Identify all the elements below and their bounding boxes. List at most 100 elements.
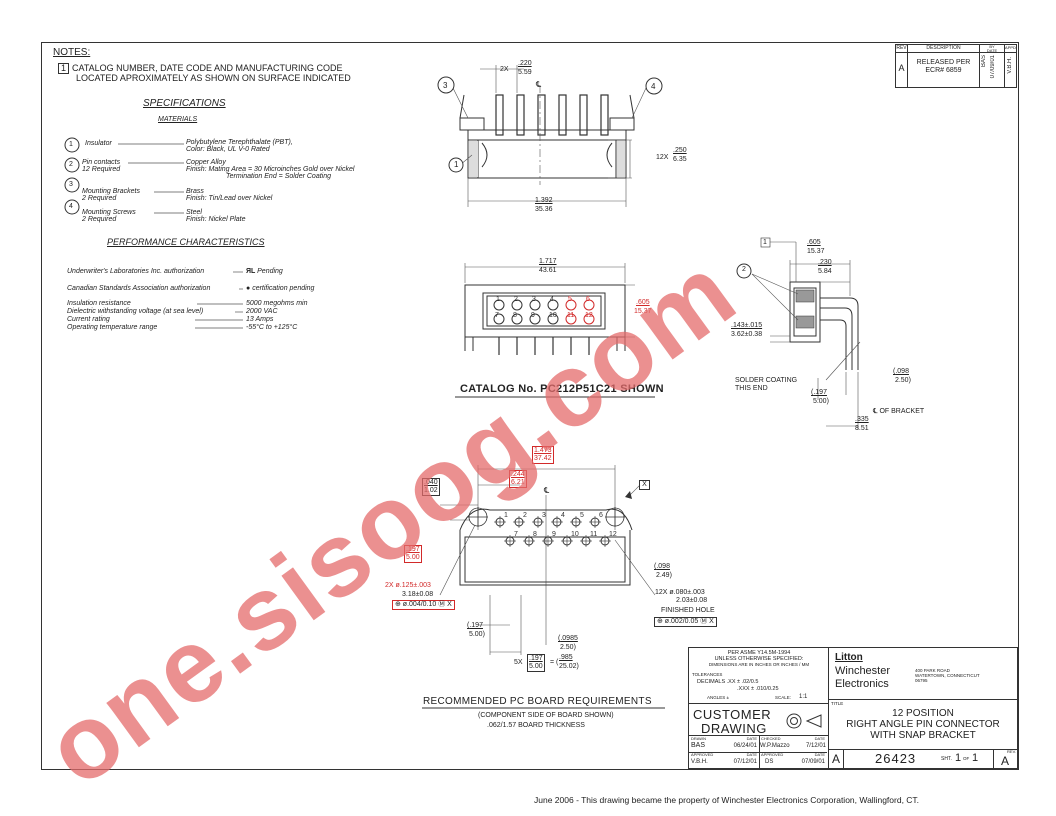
- pcb-hole-label: 12: [609, 531, 617, 538]
- front-dim-w-mm: 43.61: [539, 267, 557, 274]
- notes-title: NOTES:: [53, 47, 91, 58]
- perf-value: -55°C to +125°C: [246, 324, 298, 331]
- drawing-number: 26423: [875, 751, 917, 766]
- ul-mark-icon: ЯL: [246, 268, 258, 275]
- side-callout-2: 2: [742, 266, 746, 273]
- solder-note-2: THIS END: [735, 385, 768, 392]
- side-dim-s-mm: 5.84: [818, 268, 832, 275]
- solder-note-1: SOLDER COATING: [735, 377, 798, 384]
- front-pin-label: 10: [549, 312, 557, 319]
- company-block: Litton Winchester Electronics 400 PARK R…: [829, 648, 1017, 700]
- perf-value: 13 Amps: [246, 316, 274, 323]
- specs-title: SPECIFICATIONS: [143, 98, 226, 109]
- spec-value: Termination End = Solder Coating: [226, 173, 331, 180]
- front-pin: [511, 299, 523, 311]
- pcb-hole-label: 2: [523, 512, 527, 519]
- pcb-hole-label: 5: [580, 512, 584, 519]
- drawing-frame: [41, 42, 1019, 770]
- perf-label: Operating temperature range: [67, 324, 158, 331]
- callout-4: 4: [651, 82, 656, 91]
- front-pin: [547, 299, 559, 311]
- side-dim-a-mm: 2.50): [894, 377, 911, 384]
- spec-name: Mounting Screws: [82, 209, 136, 216]
- pcb-dim-k-mm: 2.50): [559, 644, 576, 651]
- front-pin-label: 12: [585, 312, 593, 319]
- perf-label: Canadian Standards Association authoriza…: [67, 285, 211, 292]
- pcb-dim-e-mm: 25.02): [559, 663, 579, 670]
- approval-grid: DRAWN DATE BAS 06/24/01 CHECKED DATE W.P…: [689, 736, 829, 768]
- dim-pitch-in: .220: [518, 60, 532, 67]
- front-pin-label: 2: [514, 296, 518, 303]
- dim-pitch-mm: 5.59: [518, 69, 532, 76]
- bracket-centerline-label: ℄ OF BRACKET: [873, 408, 925, 415]
- pcb-dim-g-mm: 2.49): [655, 572, 672, 579]
- title-block: PER ASME Y14.5M-1994 UNLESS OTHERWISE SP…: [688, 647, 1018, 769]
- side-dim-s-in: .230: [818, 259, 832, 266]
- pcb-hole-label: 8: [533, 531, 537, 538]
- pin-hole-tolerance: ⊕ ø.002/0.05 Ⓜ X: [654, 617, 717, 627]
- spec-name: Insulator: [85, 140, 112, 147]
- pin-hole-mm: 2.03±0.08: [676, 597, 708, 604]
- spec-name2: 12 Required: [82, 166, 121, 173]
- note1-line1: CATALOG NUMBER, DATE CODE AND MANUFACTUR…: [72, 63, 343, 73]
- spec-value: Color: Black, UL V-0 Rated: [186, 146, 270, 153]
- caption-underline: [455, 396, 655, 398]
- pcb-centerline-symbol: ℄: [544, 486, 550, 495]
- front-pin-label: 6: [586, 296, 590, 303]
- perf-value: 5000 megohms min: [246, 300, 308, 307]
- side-view-drawing: [736, 237, 861, 430]
- perf-value: ЯL Pending: [246, 268, 283, 275]
- dim-2x: 2X: [500, 66, 509, 73]
- catalog-caption: CATALOG No. PC212P51C21 SHOWN: [460, 383, 664, 395]
- front-pin: [565, 299, 577, 311]
- customer-drawing-block: CUSTOMER DRAWING: [689, 704, 829, 736]
- rev-header: REV: [896, 45, 908, 53]
- front-dim-h-in: .605: [636, 299, 650, 306]
- front-pin: [583, 313, 595, 325]
- note1-line2: LOCATED APROXIMATELY AS SHOWN ON SURFACE…: [76, 73, 351, 83]
- side-dim-d-mm: 15.37: [807, 248, 825, 255]
- perf-value: 2000 VAC: [246, 308, 278, 315]
- front-pin: [493, 299, 505, 311]
- dim-width-mm: 35.36: [535, 206, 553, 213]
- perf-title: PERFORMANCE CHARACTERISTICS: [107, 237, 265, 247]
- pcb-title: RECOMMENDED PC BOARD REQUIREMENTS: [423, 696, 652, 707]
- callout-3: 3: [443, 81, 448, 90]
- rev-value: A: [896, 53, 908, 87]
- side-dim-d-in: .605: [807, 239, 821, 246]
- spec-num: 2: [69, 161, 73, 168]
- pcb-dim-k-in: (.0985: [558, 635, 578, 642]
- pcb-dim-eq: = (: [550, 659, 559, 666]
- side-dim-b-in: (.197: [811, 389, 827, 396]
- materials-title: MATERIALS: [158, 116, 198, 123]
- front-pin-label: 8: [513, 312, 517, 319]
- pcb-subtitle-2: .062/1.57 BOARD THICKNESS: [487, 722, 585, 729]
- pcb-hole-label: 10: [571, 531, 579, 538]
- spec-num: 1: [69, 141, 73, 148]
- pcb-hole-label: 1: [504, 512, 508, 519]
- spec-name: Pin contacts: [82, 159, 121, 166]
- front-pin-label: 11: [567, 312, 574, 319]
- pcb-dim-e-in: .985: [559, 654, 573, 661]
- pcb-title-underline: [422, 707, 665, 709]
- dim-12x: 12X: [656, 154, 669, 161]
- front-pin: [529, 299, 541, 311]
- front-pin: [547, 313, 559, 325]
- by-date-value: BAS 07/09/01: [980, 53, 1005, 87]
- perf-label: Dielectric withstanding voltage (at sea …: [67, 308, 204, 315]
- side-dim-c-in: .335: [855, 416, 869, 423]
- pcb-subtitle-1: (COMPONENT SIDE OF BOARD SHOWN): [478, 712, 614, 719]
- front-dim-h-mm: 15.37: [634, 308, 652, 315]
- perf-label: Underwriter's Laboratories Inc. authoriz…: [67, 268, 205, 275]
- datum-x-flag: X: [639, 480, 650, 490]
- top-view-drawing: [437, 65, 663, 207]
- mount-hole-mm: 3.18±0.08: [402, 591, 434, 598]
- pcb-dim-h-in: (.197: [467, 622, 483, 629]
